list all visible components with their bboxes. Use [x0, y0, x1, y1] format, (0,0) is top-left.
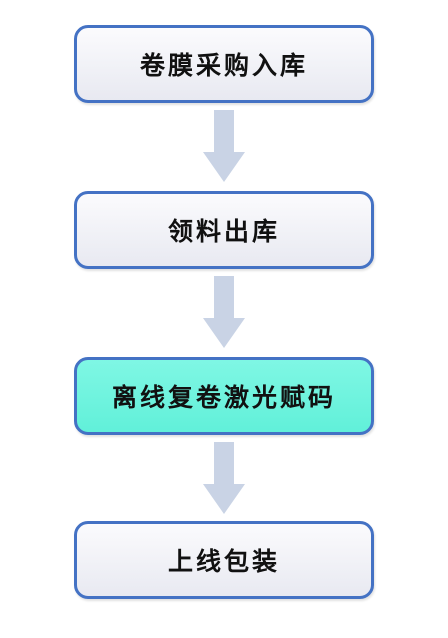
step-material-issue: 领料出库: [74, 191, 374, 269]
step-online-packaging: 上线包装: [74, 521, 374, 599]
down-arrow-icon: [203, 276, 245, 348]
down-arrow-icon: [203, 110, 245, 182]
step-label: 领料出库: [167, 217, 280, 246]
step-offline-rewind-laser-coding: 离线复卷激光赋码: [74, 357, 374, 435]
step-label: 卷膜采购入库: [139, 51, 308, 80]
step-film-procurement-warehousing: 卷膜采购入库: [74, 25, 374, 103]
step-label: 上线包装: [167, 547, 280, 576]
down-arrow-icon: [203, 442, 245, 514]
step-label: 离线复卷激光赋码: [111, 383, 336, 412]
